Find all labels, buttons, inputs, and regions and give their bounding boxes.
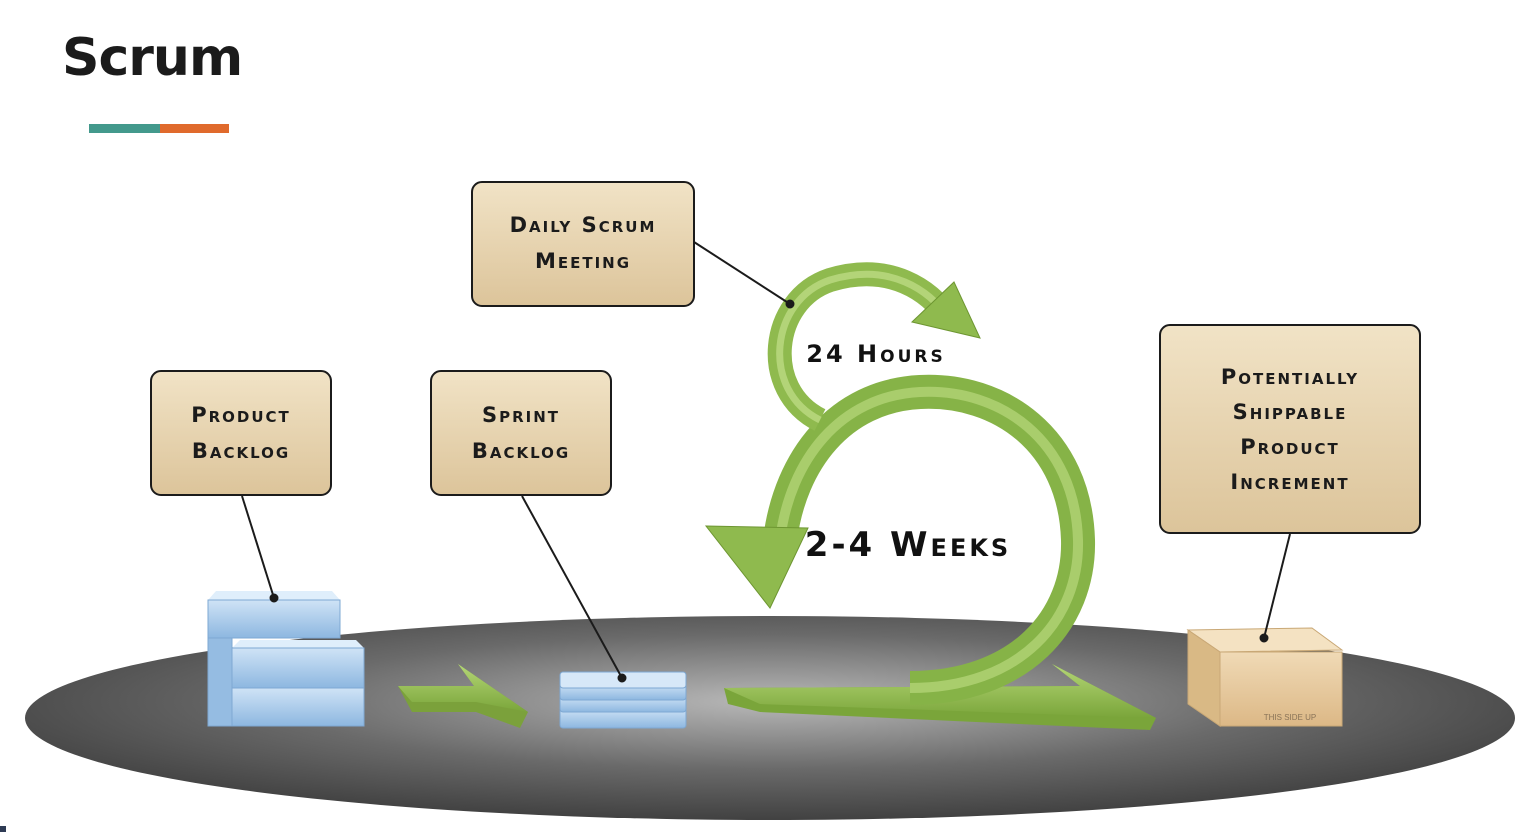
callout-increment-line2: Shippable (1233, 400, 1348, 424)
title-underline (89, 124, 229, 133)
callout-sprint-backlog-line2: Backlog (472, 439, 570, 463)
callout-sprint-backlog: Sprint Backlog (430, 370, 612, 496)
callout-daily-scrum-line2: Meeting (535, 249, 631, 273)
callout-sprint-backlog-line1: Sprint (482, 403, 560, 427)
product-backlog-stack-icon (207, 591, 365, 727)
callout-daily-scrum-line1: Daily Scrum (510, 213, 657, 237)
corner-mark (0, 826, 6, 832)
callout-increment: Potentially Shippable Product Increment (1159, 324, 1421, 534)
callout-increment-line3: Product (1240, 435, 1340, 459)
callout-increment-line1: Potentially (1221, 365, 1359, 389)
callout-increment-line4: Increment (1230, 470, 1349, 494)
title-underline-teal (89, 124, 160, 133)
callout-product-backlog: Product Backlog (150, 370, 332, 496)
connector-lines (241, 241, 1291, 683)
title-underline-orange (160, 124, 229, 133)
shippable-box-icon: THIS SIDE UP (1186, 627, 1344, 727)
platform-disc (25, 616, 1515, 820)
cycle-arrow-icon (704, 262, 1156, 730)
label-24-hours: 24 Hours (806, 340, 945, 368)
box-marking: THIS SIDE UP (1264, 713, 1316, 722)
callout-daily-scrum: Daily Scrum Meeting (471, 181, 695, 307)
callout-product-backlog-line2: Backlog (192, 439, 290, 463)
label-2-4-weeks: 2-4 Weeks (805, 525, 1011, 565)
page-title: Scrum (62, 28, 243, 88)
callout-product-backlog-line1: Product (191, 403, 291, 427)
